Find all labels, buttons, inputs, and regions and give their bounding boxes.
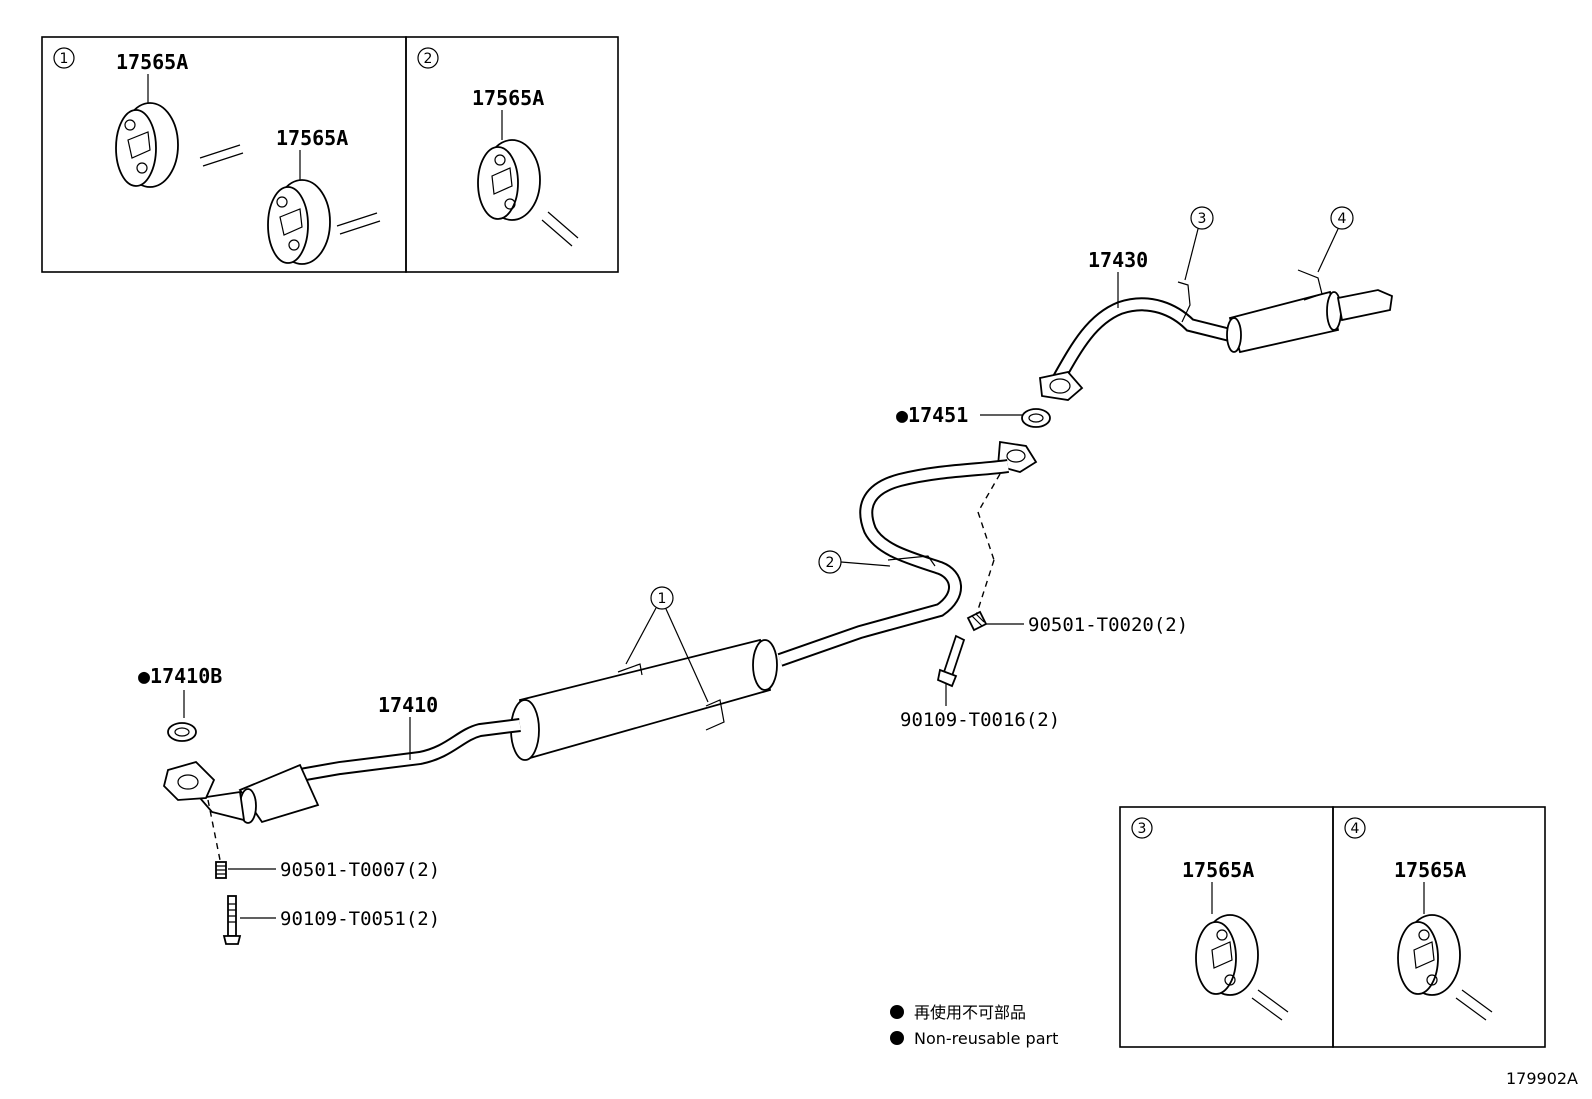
gasket-icon: [1021, 408, 1051, 428]
gasket-icon: [167, 722, 197, 742]
inset-1: 1 17565A 17565A: [41, 36, 407, 273]
rubber-hanger-icon: [477, 139, 579, 247]
label-90501-T0007: 90501-T0007(2): [280, 859, 440, 881]
callout-circle: [53, 47, 75, 69]
label-90109-T0051: 90109-T0051(2): [280, 908, 440, 930]
inset-4-label: 17565A: [1394, 858, 1466, 882]
inset-1-label-a: 17565A: [116, 50, 188, 74]
callout-4: 4: [1338, 211, 1347, 227]
legend-en: Non-reusable part: [914, 1029, 1058, 1048]
rubber-hanger-icon: [115, 102, 244, 188]
figure-id: 179902A: [1506, 1069, 1578, 1088]
bolt-icon: [936, 634, 966, 688]
hanger-bracket: [617, 663, 643, 676]
rubber-hanger-icon: [1195, 914, 1289, 1021]
bolt-icon: [222, 895, 242, 945]
label-17410B: ●17410B: [138, 664, 222, 688]
bullet-icon: [890, 1005, 904, 1019]
label-90109-T0016: 90109-T0016(2): [900, 709, 1060, 731]
callout-2: 2: [826, 555, 835, 571]
inset-4-number: 4: [1351, 821, 1360, 837]
callout-3: 3: [1198, 211, 1207, 227]
rubber-hanger-icon: [1397, 914, 1493, 1021]
hanger-bracket: [1297, 269, 1323, 301]
label-17451: ●17451: [896, 403, 968, 427]
legend: 再使用不可部品 Non-reusable part: [890, 1003, 1058, 1048]
rubber-hanger-icon: [267, 179, 381, 265]
inset-2-number: 2: [424, 51, 433, 67]
inset-3: 3 17565A: [1119, 806, 1334, 1048]
hanger-bracket: [1177, 281, 1191, 323]
callout-circle: [1330, 206, 1354, 230]
label-17410: 17410: [378, 693, 438, 717]
front-pipe-assembly: [163, 440, 1038, 824]
callout-circle: [1131, 817, 1153, 839]
callout-circle: [650, 586, 674, 610]
legend-jp: 再使用不可部品: [914, 1003, 1026, 1022]
inset-1-number: 1: [60, 51, 69, 67]
inset-3-number: 3: [1138, 821, 1147, 837]
hanger-bracket: [705, 699, 725, 731]
tail-pipe-assembly: [1039, 269, 1393, 401]
inset-2-label: 17565A: [472, 86, 544, 110]
callout-circle: [417, 47, 439, 69]
inset-1-label-b: 17565A: [276, 126, 348, 150]
inset-4: 4 17565A: [1332, 806, 1546, 1048]
bullet-icon: [890, 1031, 904, 1045]
stud-icon: [966, 610, 988, 632]
label-90501-T0020: 90501-T0020(2): [1028, 614, 1188, 636]
label-17430: 17430: [1088, 248, 1148, 272]
callout-circle: [1190, 206, 1214, 230]
inset-2: 2 17565A: [405, 36, 619, 273]
inset-3-label: 17565A: [1182, 858, 1254, 882]
stud-icon: [215, 861, 227, 879]
hanger-bracket: [887, 555, 936, 567]
callout-1: 1: [658, 591, 667, 607]
callout-circle: [1344, 817, 1366, 839]
